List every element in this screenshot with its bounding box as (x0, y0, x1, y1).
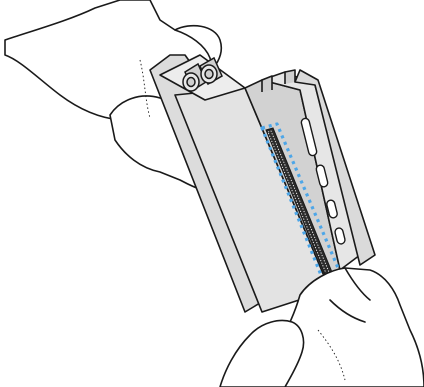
illustration-canvas (0, 0, 424, 387)
printhead-illustration (0, 0, 424, 387)
